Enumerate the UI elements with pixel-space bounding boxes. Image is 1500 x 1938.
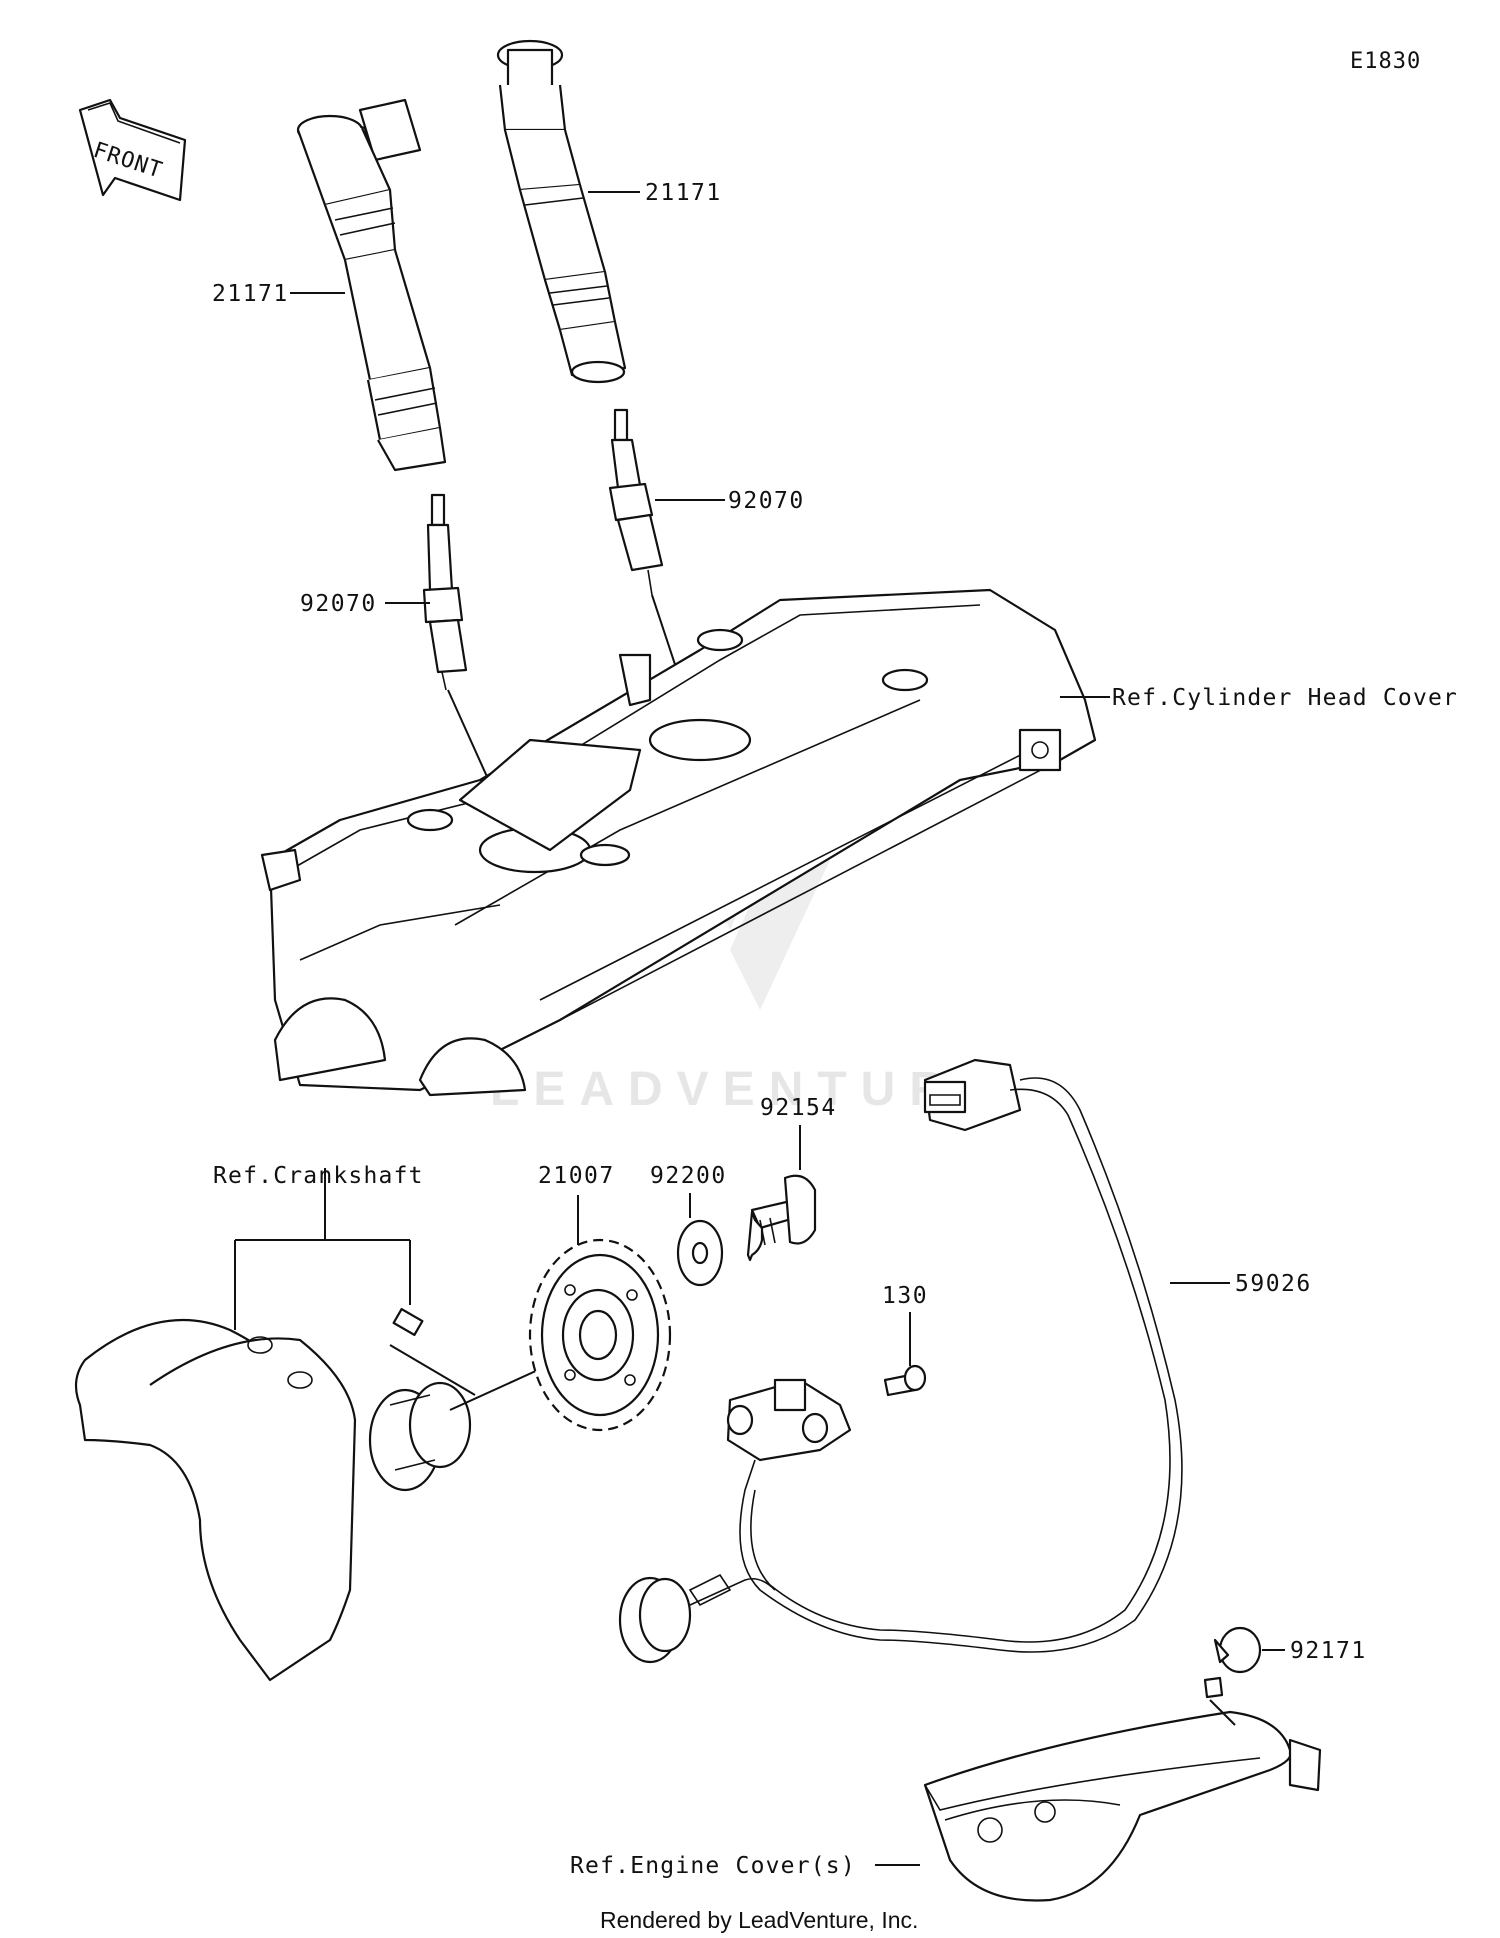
- ignition-coil-right[interactable]: [496, 39, 627, 384]
- label-21171-right: 21171: [645, 180, 722, 206]
- ref-cylinder-head-cover: Ref.Cylinder Head Cover: [1112, 685, 1458, 711]
- harness-connector[interactable]: [923, 1058, 1022, 1132]
- engine-cover-bracket: [923, 1699, 1322, 1902]
- label-59026: 59026: [1235, 1271, 1312, 1297]
- label-92070-right: 92070: [728, 488, 805, 514]
- label-21171-left: 21171: [212, 281, 289, 307]
- crank-position-sensor[interactable]: [726, 1378, 852, 1462]
- sensor-bolt[interactable]: [883, 1364, 927, 1397]
- footer-credit: Rendered by LeadVenture, Inc.: [600, 1907, 918, 1933]
- ignition-coil-left[interactable]: [296, 98, 447, 472]
- harness-grommet[interactable]: [618, 1573, 732, 1664]
- ref-crankshaft: Ref.Crankshaft: [213, 1163, 424, 1189]
- label-92171: 92171: [1290, 1638, 1367, 1664]
- grommet-92171[interactable]: [1203, 1626, 1262, 1699]
- watermark-text: LEADVENTURE: [490, 1063, 1004, 1116]
- spark-plug-left[interactable]: [422, 493, 468, 691]
- label-21007: 21007: [538, 1163, 615, 1189]
- rotor-bolt[interactable]: [746, 1174, 817, 1262]
- diagram-code: E1830: [1350, 49, 1421, 74]
- ref-engine-covers: Ref.Engine Cover(s): [570, 1853, 856, 1879]
- washer[interactable]: [676, 1219, 724, 1287]
- timing-rotor[interactable]: [528, 1238, 672, 1432]
- label-92200: 92200: [650, 1163, 727, 1189]
- label-92154: 92154: [760, 1095, 837, 1121]
- cylinder-head-cover: [260, 588, 1097, 1097]
- spark-plug-right[interactable]: [608, 408, 664, 596]
- front-arrow-icon: FRONT: [78, 98, 187, 202]
- crankshaft-flywheel: [74, 1307, 472, 1682]
- label-130: 130: [882, 1283, 928, 1309]
- label-92070-left: 92070: [300, 591, 377, 617]
